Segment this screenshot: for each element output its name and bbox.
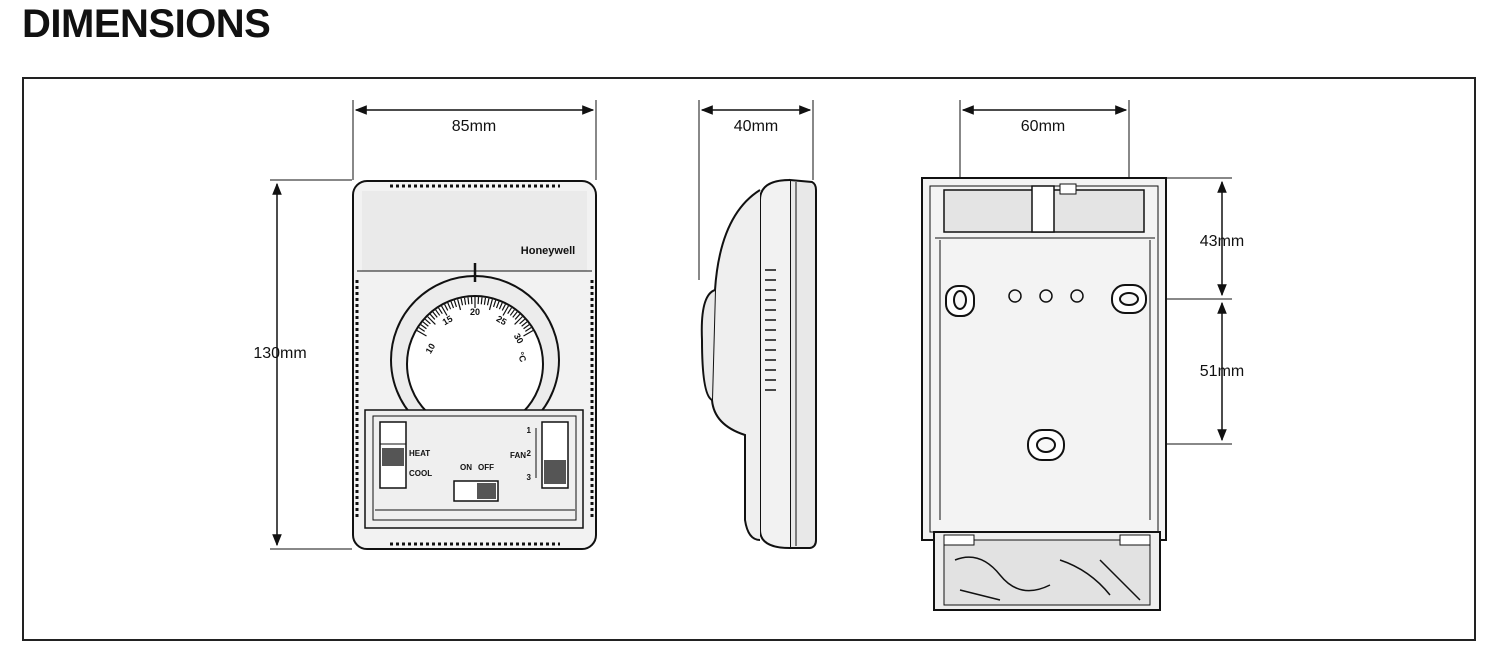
dial-tick-mark (501, 304, 506, 311)
dial-tick-mark (502, 305, 510, 316)
dial-tick-mark (514, 313, 521, 320)
dial-tick-mark (483, 297, 487, 305)
heat-label: HEAT (409, 449, 430, 458)
fan-speed-3: 3 (527, 473, 532, 482)
dial-tick-mark (422, 321, 429, 327)
mounting-hole-bottom (1036, 437, 1056, 453)
dial-tick-mark (507, 307, 512, 315)
fan-label: FAN (510, 451, 526, 460)
on-label: ON (460, 463, 472, 472)
dial-tick-mark (519, 318, 526, 325)
dial-tick-mark (424, 318, 431, 325)
dial-tick-mark (467, 297, 470, 305)
dial-tick-20: 20 (470, 307, 480, 317)
depth-label: 40mm (734, 118, 778, 135)
front-view-labels: 85mm 130mm Honeywell 10 15 20 25 30 °C H… (253, 118, 575, 482)
dial-tick-25: 25 (495, 314, 509, 328)
width-label: 85mm (452, 118, 496, 135)
dial-tick-mark (514, 316, 523, 325)
dial-tick-10: 10 (424, 342, 438, 356)
dial-tick-mark (512, 311, 518, 318)
back-view (921, 100, 1232, 611)
height-label: 130mm (253, 345, 306, 362)
dial-tick-mark (418, 327, 426, 332)
dial-tick-mark (509, 309, 515, 316)
mounting-hole-right (1119, 292, 1139, 306)
off-label: OFF (478, 463, 494, 472)
side-view (698, 100, 817, 549)
dial-tick-mark (521, 321, 528, 327)
side-view-labels: 40mm (734, 118, 778, 135)
mounting-hole-left (953, 290, 967, 310)
top-to-holes-label: 43mm (1200, 233, 1244, 250)
dial-tick-mark (420, 324, 427, 330)
dial-tick-mark (457, 299, 462, 311)
dial-tick-mark (447, 302, 452, 310)
dial-tick-mark (427, 316, 436, 325)
dial-tick-marks (416, 297, 534, 337)
fan-speed-1: 1 (527, 426, 532, 435)
dial-tick-mark (523, 329, 534, 337)
dial-tick-mark (498, 302, 503, 310)
fan-speed-2: 2 (527, 449, 532, 458)
dial-tick-mark (438, 307, 443, 315)
dial-tick-mark (450, 301, 455, 309)
brand-logo: Honeywell (521, 245, 575, 257)
page-title: DIMENSIONS (22, 2, 271, 46)
dial-tick-mark (492, 300, 497, 308)
front-view (270, 100, 597, 550)
dial-tick-mark (480, 297, 483, 305)
dial-tick-mark (463, 297, 467, 305)
holes-spacing-label: 51mm (1200, 363, 1244, 380)
dial-tick-mark (444, 304, 449, 311)
thermostat-side-body (789, 178, 817, 549)
dial-tick-mark (453, 300, 458, 308)
dial-tick-mark (432, 311, 438, 318)
back-view-labels: 60mm 43mm 51mm (1021, 118, 1244, 380)
dial-tick-mark (495, 301, 500, 309)
dial-tick-mark (429, 313, 436, 320)
diagram-frame (22, 77, 1476, 641)
mount-spacing-label: 60mm (1021, 118, 1065, 135)
dial-tick-mark (486, 298, 490, 306)
dial-tick-mark (440, 305, 448, 316)
dial-tick-mark (416, 329, 427, 337)
dial-tick-mark (488, 299, 493, 311)
dial-tick-mark (435, 309, 441, 316)
cool-label: COOL (409, 469, 432, 478)
dial-unit: °C (515, 351, 528, 364)
dial-tick-mark (523, 324, 530, 330)
dial-tick-30: 30 (512, 332, 526, 346)
dial-tick-mark (460, 298, 464, 306)
dial-tick-mark (524, 327, 532, 332)
dial-tick-15: 15 (441, 314, 455, 328)
